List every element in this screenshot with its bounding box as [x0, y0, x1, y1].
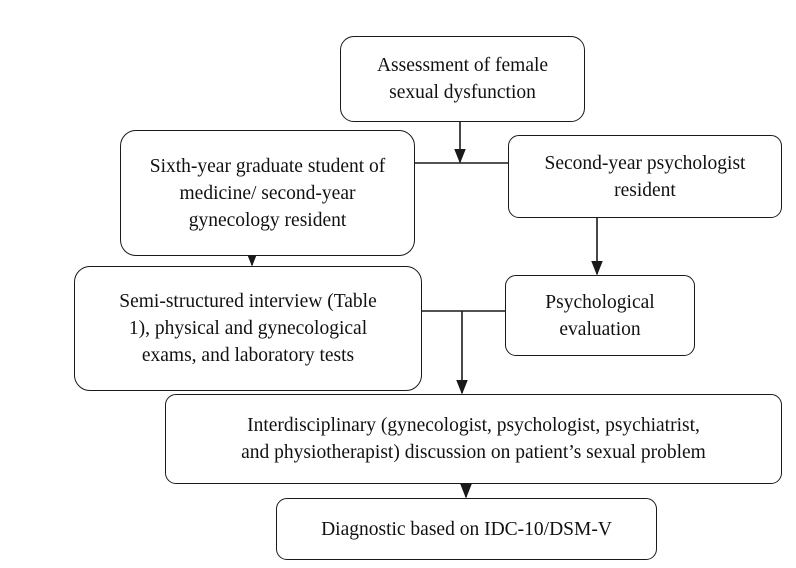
- node-interview-line1: Semi-structured interview (Table: [119, 291, 377, 312]
- node-interview: Semi-structured interview (Table 1), phy…: [74, 266, 422, 391]
- node-assessment-line1: Assessment of female: [376, 55, 549, 76]
- node-interview-line3: exams, and laboratory tests: [141, 345, 355, 366]
- node-discussion-line2: and physiotherapist) discussion on patie…: [241, 442, 706, 463]
- node-assessment: Assessment of female sexual dysfunction: [340, 36, 585, 122]
- node-student: Sixth-year graduate student of medicine/…: [120, 130, 415, 256]
- node-psychologist: Second-year psychologist resident: [508, 135, 782, 218]
- node-evaluation: Psychological evaluation: [505, 275, 695, 356]
- node-student-line2: medicine/ second-year: [179, 182, 356, 204]
- node-evaluation-line1: Psychological: [545, 291, 655, 313]
- node-psychologist-line2: resident: [614, 179, 676, 201]
- node-interview-line2: 1), physical and gynecological: [128, 318, 368, 339]
- node-student-line1: Sixth-year graduate student of: [149, 155, 386, 177]
- node-diagnostic-line1: Diagnostic based on IDC-10/DSM-V: [321, 518, 612, 540]
- node-psychologist-line1: Second-year psychologist: [544, 152, 746, 174]
- node-discussion: Interdisciplinary (gynecologist, psychol…: [165, 394, 782, 484]
- node-discussion-line1: Interdisciplinary (gynecologist, psychol…: [247, 415, 700, 436]
- node-student-line3: gynecology resident: [188, 209, 347, 231]
- node-assessment-line2: sexual dysfunction: [389, 82, 536, 103]
- node-evaluation-line2: evaluation: [559, 318, 641, 340]
- node-diagnostic: Diagnostic based on IDC-10/DSM-V: [276, 498, 657, 560]
